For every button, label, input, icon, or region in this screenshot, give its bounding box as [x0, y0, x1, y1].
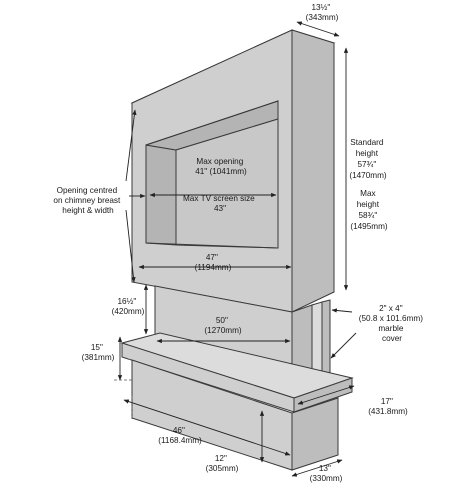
label-width-47: 47" (1194mm) [195, 253, 232, 272]
label-gap-16: 16½" (420mm) [112, 297, 145, 316]
dim-top-depth-line [296, 21, 340, 37]
dim-marble-arrow-bottom [330, 332, 357, 359]
label-depth-17: 17" (431.8mm) [368, 397, 408, 416]
dim-marble-arrow-top [331, 308, 353, 313]
label-max-opening: Max opening 41" (1041mm) [195, 157, 247, 176]
dim-17-line [297, 385, 355, 405]
fire-opening [145, 100, 279, 249]
label-width-46: 46" (1168.4mm) [158, 426, 202, 445]
dim-opening-centred-arrow-top [125, 109, 137, 182]
label-marble-cover: 2" x 4" (50.8 x 101.6mm) marble cover [359, 304, 425, 343]
label-width-50: 50" (1270mm) [204, 316, 242, 335]
marble-strip-front [311, 301, 323, 379]
label-max-height: Max height 58¾" (1495mm) [350, 189, 388, 231]
marble-cover [311, 299, 331, 379]
chimney-side-face [291, 29, 335, 313]
dim-opening-centred-arrow-bottom [125, 209, 136, 283]
marble-strip-side [321, 299, 331, 377]
opening-frame [145, 100, 279, 249]
label-height-12: 12" (305mm) [206, 454, 239, 473]
label-depth-13: 13" (330mm) [310, 464, 343, 483]
dim-13-line [291, 459, 343, 477]
label-hearth-15: 15" (381mm) [82, 343, 115, 362]
label-standard-height: Standard height 57¾" (1470mm) [349, 138, 387, 180]
label-opening-centred: Opening centred on chimney breast height… [53, 186, 122, 215]
label-top-depth: 13½" (343mm) [306, 3, 339, 22]
label-max-tv: Max TV screen size 43" [183, 194, 257, 213]
